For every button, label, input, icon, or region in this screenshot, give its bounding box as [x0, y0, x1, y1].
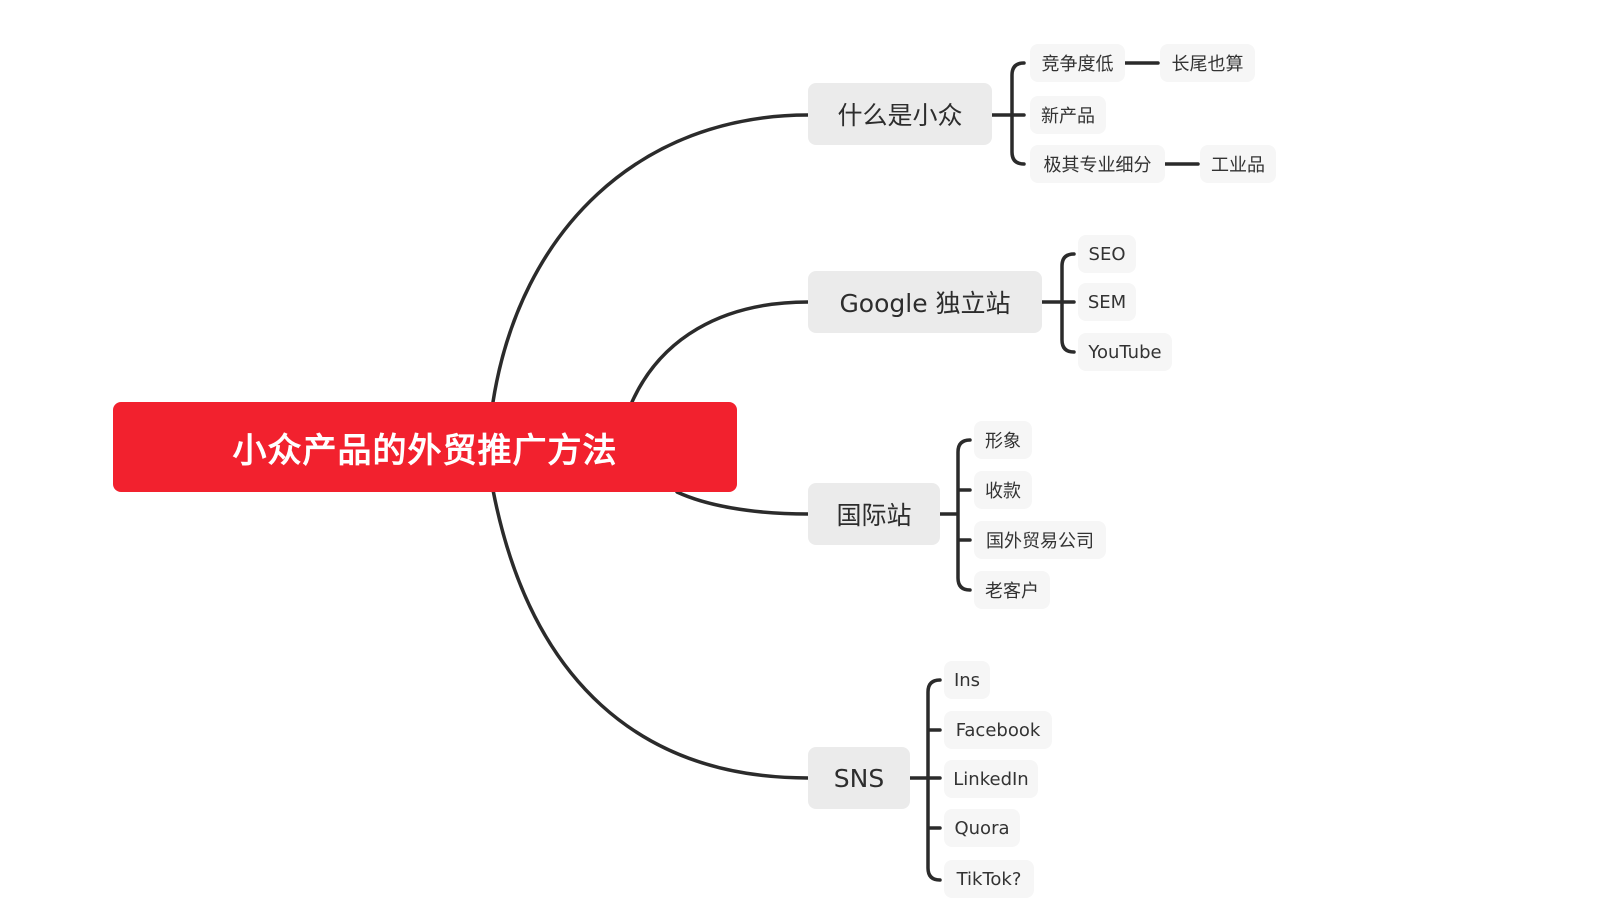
branch-what-is-niche[interactable]: 什么是小众 — [808, 83, 992, 145]
leaf-youtube[interactable]: YouTube — [1078, 333, 1172, 371]
leaf-sem[interactable]: SEM — [1078, 283, 1136, 321]
branch-intl-station[interactable]: 国际站 — [808, 483, 940, 545]
connector-b4-bracket — [908, 678, 942, 882]
leaf-long-tail[interactable]: 长尾也算 — [1160, 44, 1255, 82]
leaf-seo[interactable]: SEO — [1078, 235, 1136, 273]
leaf-new-product[interactable]: 新产品 — [1030, 96, 1106, 134]
leaf-ins[interactable]: Ins — [944, 661, 990, 699]
leaf-payment[interactable]: 收款 — [974, 471, 1032, 509]
branch-google-site[interactable]: Google 独立站 — [808, 271, 1042, 333]
connector-b3-bracket — [938, 438, 972, 592]
connector-root-b3 — [675, 490, 810, 516]
leaf-industrial[interactable]: 工业品 — [1200, 145, 1276, 183]
leaf-image[interactable]: 形象 — [974, 421, 1032, 459]
connector-b1-bracket — [990, 61, 1026, 166]
root-topic[interactable]: 小众产品的外贸推广方法 — [113, 402, 737, 492]
leaf-low-competition[interactable]: 竞争度低 — [1030, 44, 1125, 82]
connector-root-b1 — [491, 113, 810, 404]
leaf-tiktok[interactable]: TikTok? — [944, 860, 1034, 898]
connector-root-b4 — [491, 488, 810, 780]
branch-sns[interactable]: SNS — [808, 747, 910, 809]
leaf-specialized[interactable]: 极其专业细分 — [1030, 145, 1165, 183]
connector-root-b2 — [630, 300, 810, 404]
leaf-old-customers[interactable]: 老客户 — [974, 571, 1050, 609]
leaf-linkedin[interactable]: LinkedIn — [944, 760, 1038, 798]
leaf-facebook[interactable]: Facebook — [944, 711, 1052, 749]
connector-b2-bracket — [1040, 252, 1076, 354]
leaf-quora[interactable]: Quora — [944, 809, 1020, 847]
leaf-foreign-trade-company[interactable]: 国外贸易公司 — [974, 521, 1106, 559]
